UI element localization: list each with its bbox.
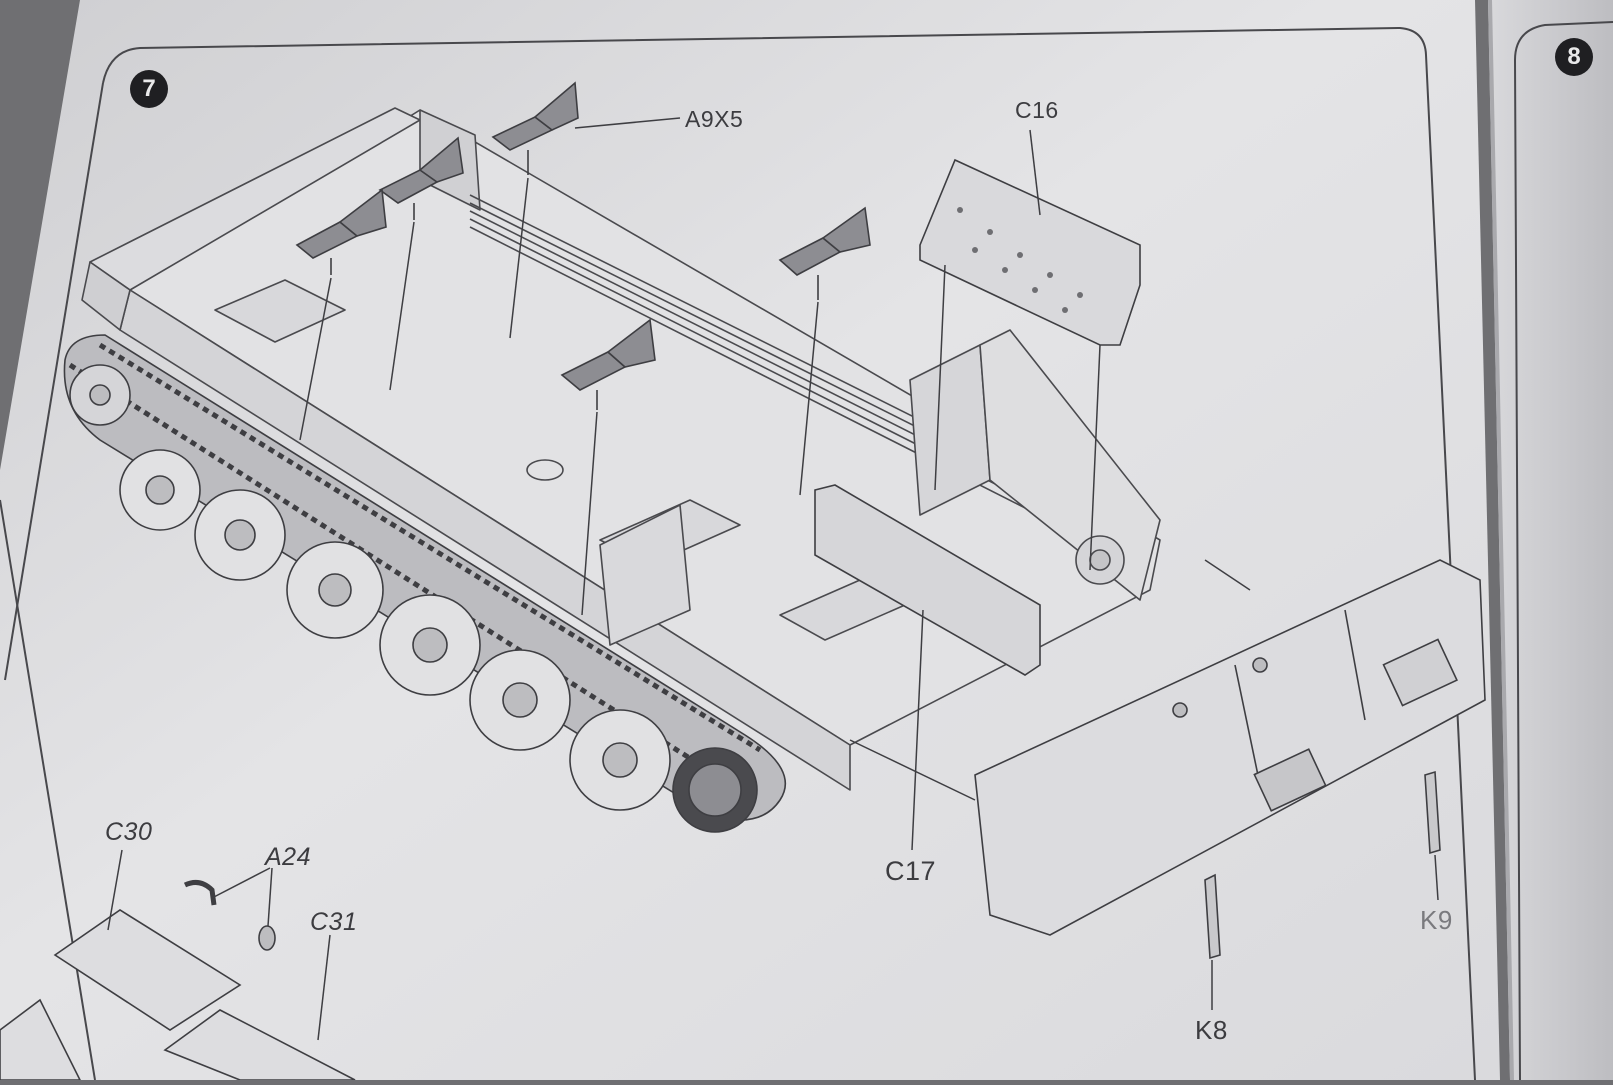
- label-k8: K8: [1195, 1015, 1228, 1045]
- seats-a9: [295, 81, 871, 410]
- assembly-arrows: [107, 117, 1439, 1041]
- panel-c16: [919, 158, 1141, 346]
- step-8-badge: 8: [1555, 38, 1593, 76]
- label-c30: C30: [105, 818, 153, 846]
- label-c31: C31: [310, 908, 358, 936]
- label-a9x5: A9X5: [685, 106, 744, 132]
- label-c17: C17: [885, 856, 937, 886]
- step-7-badge: 7: [130, 70, 168, 108]
- label-c16: C16: [1015, 97, 1059, 123]
- step-8-frame: [1513, 21, 1613, 1081]
- side-plate: [974, 559, 1486, 936]
- tow-bars: [1204, 770, 1441, 960]
- label-k9: K9: [1420, 905, 1453, 935]
- track-assembly: [63, 334, 787, 833]
- hatches: [0, 879, 356, 1081]
- panel-c17: [814, 484, 1041, 676]
- step-7-frame: [0, 26, 1476, 1081]
- label-a24: A24: [265, 843, 311, 871]
